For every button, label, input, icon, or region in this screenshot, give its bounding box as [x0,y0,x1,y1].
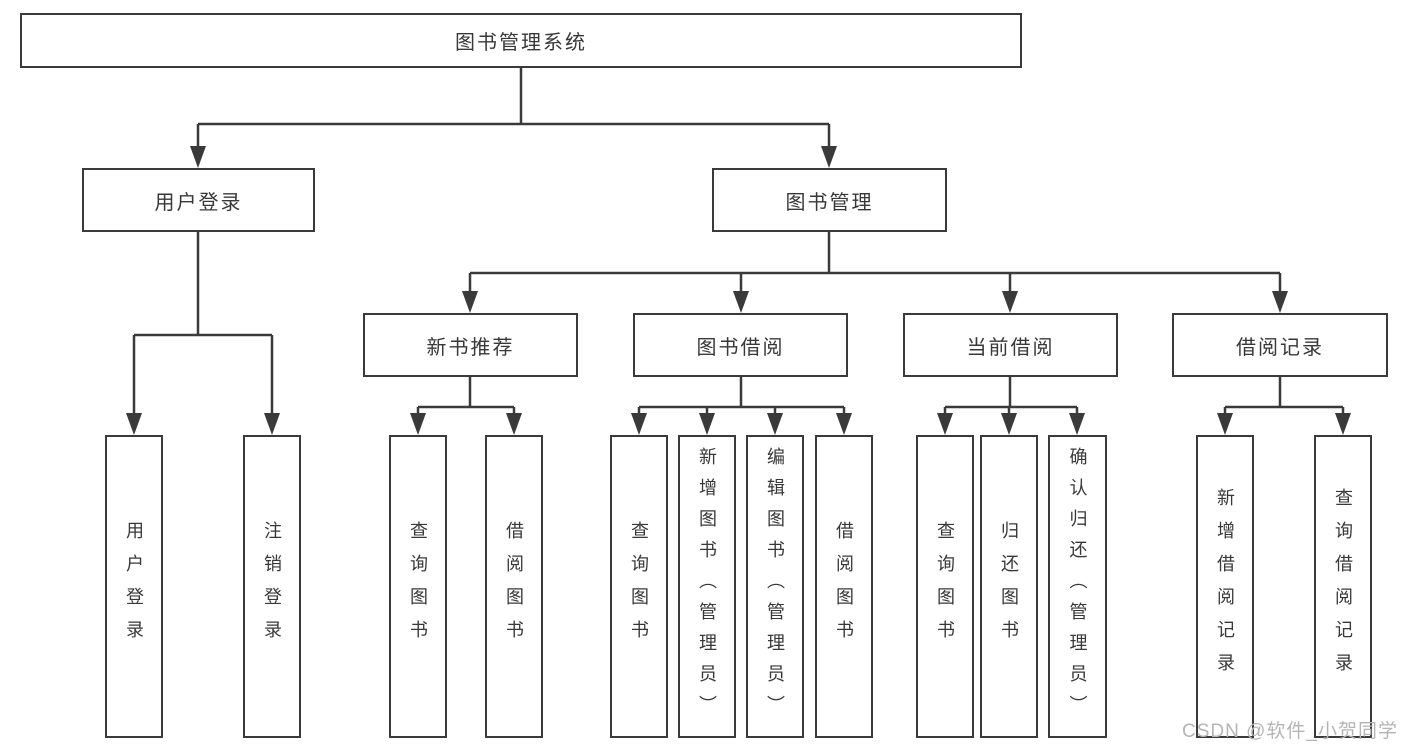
leaf-add-books-admin: 新增图书（管理员） [678,435,736,738]
leaf-add-borrow-record: 新增借阅记录 [1196,435,1254,738]
leaf-borrow-query-books: 查询图书 [610,435,668,738]
node-root: 图书管理系统 [20,13,1022,68]
node-current-borrow: 当前借阅 [903,313,1118,377]
leaf-edit-books-admin: 编辑图书（管理员） [746,435,804,738]
leaf-confirm-return-admin: 确认归还（管理员） [1048,435,1107,738]
node-book-borrow: 图书借阅 [633,313,848,377]
node-borrow-records: 借阅记录 [1172,313,1388,377]
csdn-watermark: CSDN @软件_小贺同学 [1182,721,1398,742]
node-new-book-recommend: 新书推荐 [363,313,578,377]
leaf-current-query-books: 查询图书 [916,435,974,738]
node-user-login: 用户登录 [82,168,315,232]
leaf-rec-borrow-books: 借阅图书 [485,435,543,738]
node-book-management: 图书管理 [712,168,947,232]
leaf-borrow-books: 借阅图书 [815,435,873,738]
leaf-return-books: 归还图书 [980,435,1038,738]
leaf-logout: 注销登录 [243,435,301,738]
leaf-rec-query-books: 查询图书 [389,435,447,738]
leaf-query-borrow-record: 查询借阅记录 [1314,435,1372,738]
leaf-user-login: 用户登录 [105,435,163,738]
